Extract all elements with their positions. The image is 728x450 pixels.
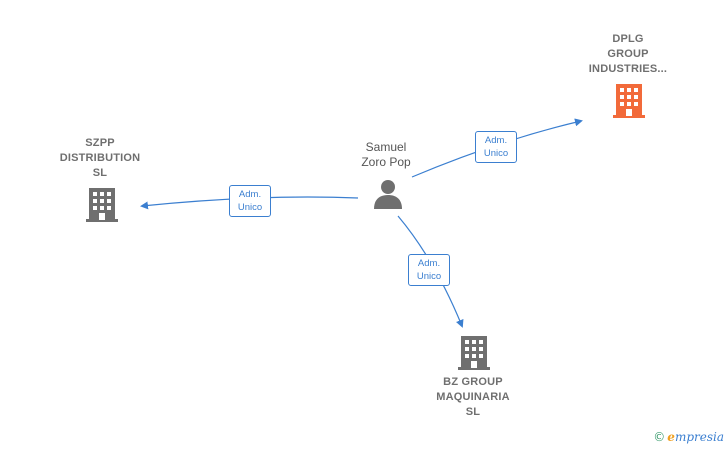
edge-badge-line: Unico (237, 202, 263, 213)
node-label-line: MAQUINARIA (436, 391, 510, 403)
node-label-line: SL (465, 406, 481, 418)
copyright-icon: © (653, 430, 666, 444)
building-icon[interactable] (613, 84, 645, 118)
edge-badge-samuel-dplg[interactable]: Adm. Unico (475, 131, 517, 163)
edge-badge-samuel-bz[interactable]: Adm. Unico (408, 254, 450, 286)
edge-badge-line: Adm. (484, 135, 508, 146)
node-label-line: DISTRIBUTION (59, 152, 141, 164)
node-label-szpp[interactable]: SZPP DISTRIBUTION SL (40, 136, 160, 181)
node-label-line: Zoro Pop (361, 155, 411, 169)
empresia-watermark: ©empresia (653, 430, 724, 444)
node-label-line: SZPP (85, 137, 115, 149)
node-label-bz[interactable]: BZ GROUP MAQUINARIA SL (413, 375, 533, 420)
edge-badge-line: Unico (416, 271, 442, 282)
node-label-dplg[interactable]: DPLG GROUP INDUSTRIES... (568, 32, 688, 77)
node-label-line: GROUP (607, 48, 649, 60)
building-icon[interactable] (458, 336, 490, 370)
node-label-line: INDUSTRIES... (588, 63, 668, 75)
node-label-samuel[interactable]: Samuel Zoro Pop (336, 140, 436, 170)
edge-badge-line: Adm. (417, 258, 441, 269)
node-label-line: BZ GROUP (443, 376, 503, 388)
edge-badge-line: Adm. (238, 189, 262, 200)
watermark-initial: e (667, 430, 675, 444)
edge-badge-line: Unico (483, 148, 509, 159)
person-icon[interactable] (372, 178, 404, 210)
edge-badge-samuel-szpp[interactable]: Adm. Unico (229, 185, 271, 217)
watermark-text: mpresia (674, 430, 724, 444)
node-label-line: SL (92, 167, 108, 179)
node-label-line: DPLG (612, 33, 644, 45)
building-icon[interactable] (86, 188, 118, 222)
node-label-line: Samuel (365, 140, 407, 154)
